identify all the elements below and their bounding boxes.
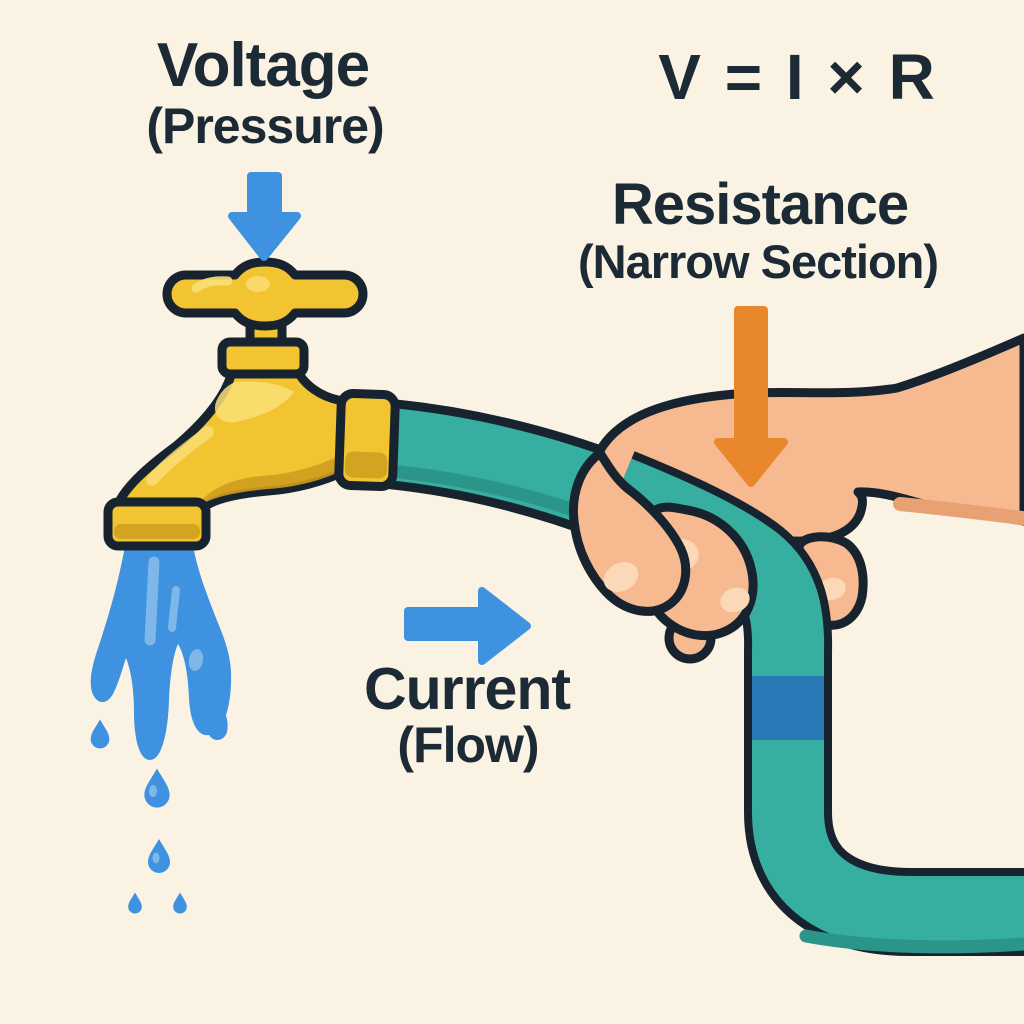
arm-shading bbox=[893, 497, 1024, 525]
faucet-spout-highlight bbox=[146, 426, 214, 486]
hose-coupling bbox=[334, 388, 400, 492]
thumb-nail-highlight bbox=[603, 562, 639, 592]
resistance-down-arrow-icon bbox=[714, 306, 788, 487]
water-drop bbox=[144, 768, 170, 808]
water-highlight-streak bbox=[144, 556, 160, 646]
current-flow-arrow-icon bbox=[404, 587, 531, 665]
faucet-body-highlight bbox=[214, 381, 294, 423]
water-drops bbox=[90, 719, 187, 914]
current-sublabel: (Flow) bbox=[397, 717, 539, 773]
faucet-handle-boss-highlight bbox=[246, 276, 270, 292]
water-highlight-streak bbox=[168, 586, 180, 632]
current-label: Current bbox=[363, 656, 571, 722]
water-side-droplet bbox=[206, 699, 228, 741]
ohms-law-formula: V = I × R bbox=[658, 41, 938, 113]
water-drop bbox=[173, 892, 187, 914]
voltage-down-arrow-icon bbox=[228, 172, 301, 261]
voltage-sublabel: (Pressure) bbox=[146, 98, 384, 154]
voltage-label: Voltage bbox=[156, 31, 370, 100]
water-splash-stream bbox=[90, 540, 232, 760]
faucet-flange-shade bbox=[114, 524, 200, 539]
resistance-label: Resistance bbox=[611, 172, 909, 237]
water-drop-highlight bbox=[149, 785, 157, 797]
faucet bbox=[103, 257, 400, 551]
hose-shading bbox=[799, 929, 1024, 954]
gripping-fingers bbox=[568, 448, 758, 664]
water-drop bbox=[90, 719, 110, 749]
water-drop bbox=[128, 892, 142, 914]
resistance-sublabel: (Narrow Section) bbox=[577, 235, 939, 288]
faucet-handle-highlight bbox=[191, 276, 233, 293]
faucet-collar bbox=[217, 337, 309, 379]
index-phalanx-highlight bbox=[720, 587, 750, 613]
water-highlight-dot bbox=[188, 649, 204, 671]
faucet-body-shade bbox=[200, 452, 347, 505]
water-drop-highlight bbox=[152, 852, 160, 864]
water-splash bbox=[90, 540, 232, 914]
hose-coupling-shade bbox=[344, 451, 388, 479]
faucet-handle bbox=[162, 257, 368, 331]
thumb bbox=[568, 448, 691, 616]
